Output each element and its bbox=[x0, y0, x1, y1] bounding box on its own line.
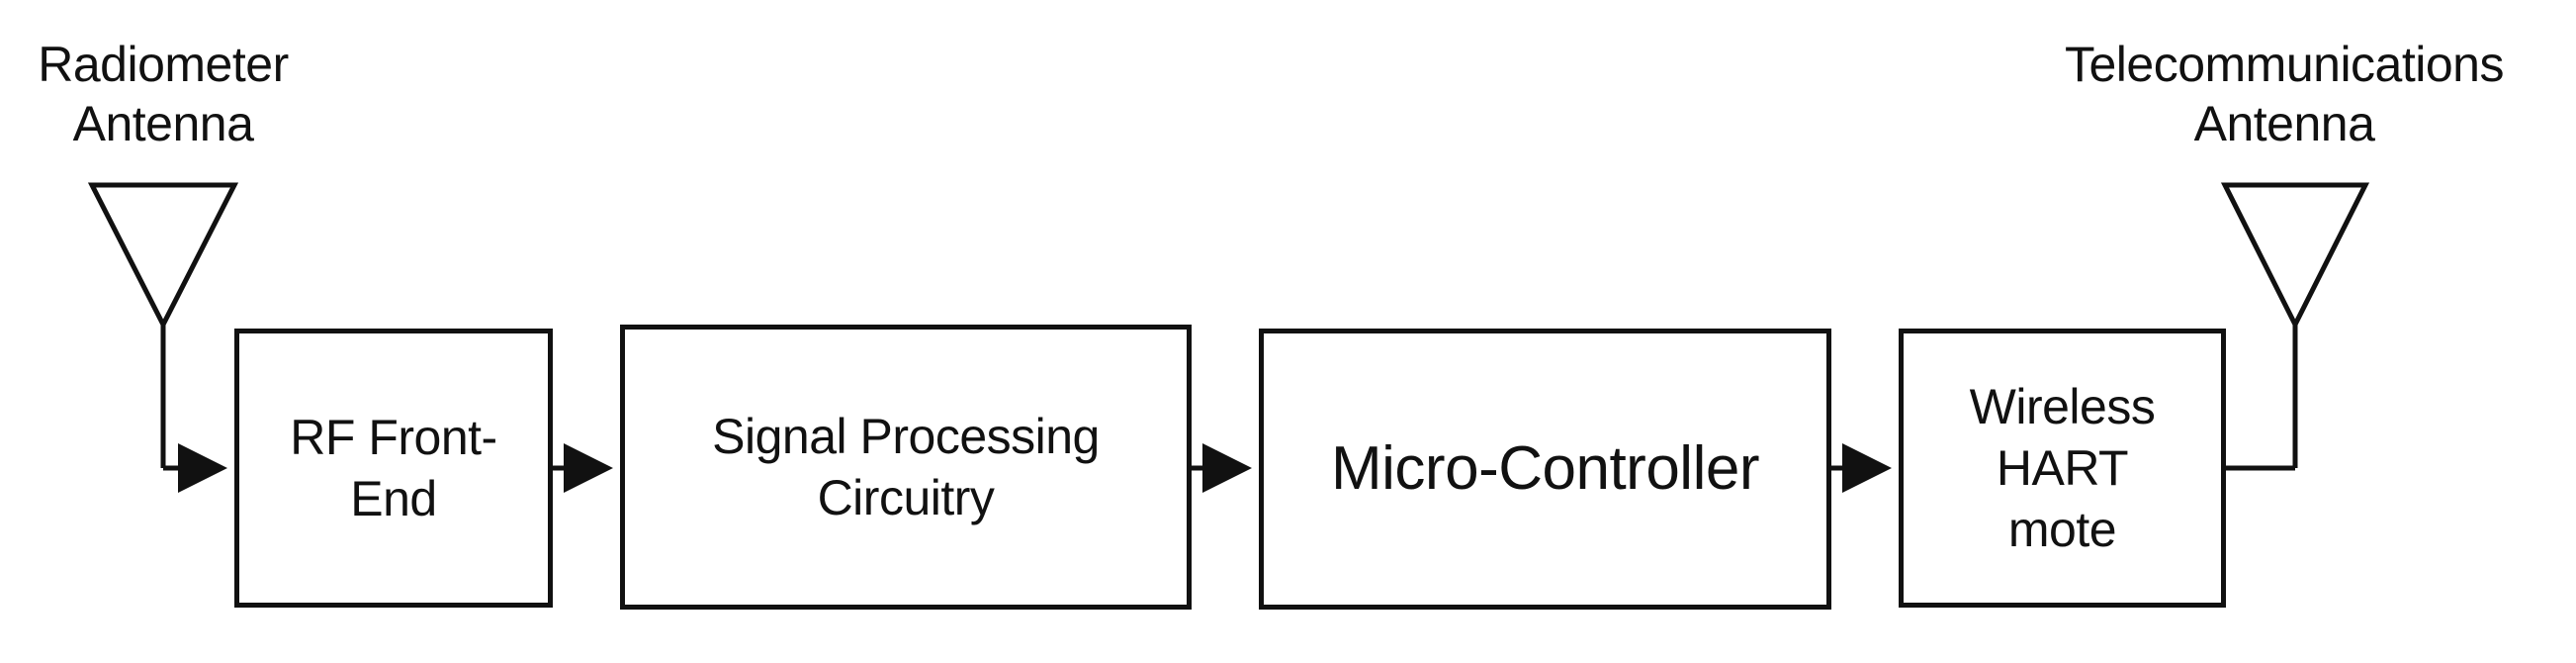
telecommunications-antenna-icon bbox=[2220, 182, 2370, 468]
signal-processing-block: Signal Processing Circuitry bbox=[620, 325, 1192, 610]
micro-controller-label: Micro-Controller bbox=[1331, 434, 1759, 503]
signal-processing-label: Signal Processing Circuitry bbox=[712, 409, 1100, 525]
radiometer-antenna-label: Radiometer Antenna bbox=[38, 37, 289, 151]
micro-controller-block: Micro-Controller bbox=[1259, 329, 1831, 610]
wireless-hart-mote-block: Wireless HART mote bbox=[1899, 329, 2226, 608]
wireless-hart-mote-label: Wireless HART mote bbox=[1969, 379, 2156, 557]
radiometer-antenna-icon bbox=[87, 182, 239, 468]
rf-front-end-block: RF Front- End bbox=[234, 329, 553, 608]
telecommunications-antenna-label: Telecommunications Antenna bbox=[2065, 37, 2504, 151]
rf-front-end-label: RF Front- End bbox=[290, 410, 497, 526]
